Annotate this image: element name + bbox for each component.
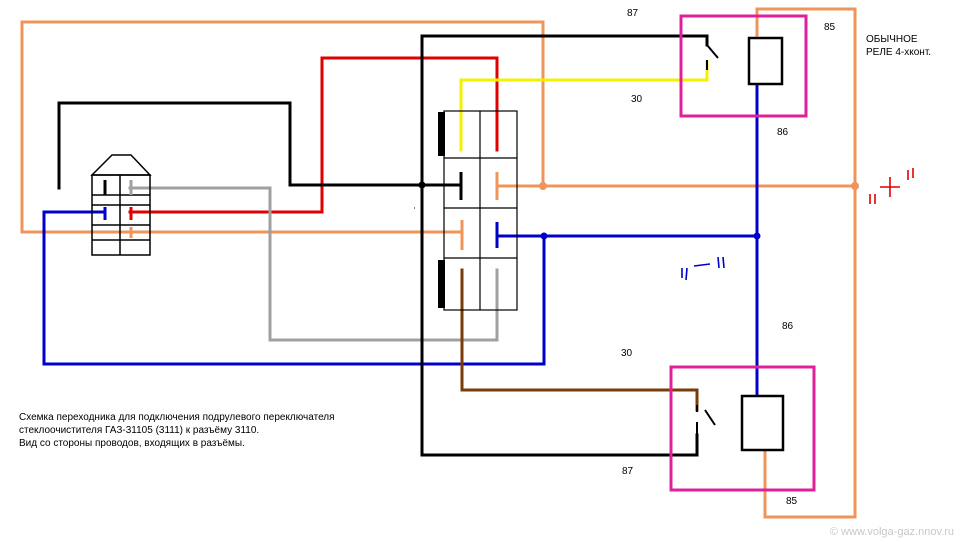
relay-top-coil [747, 36, 784, 86]
yellow-wire [459, 60, 709, 152]
watermark: © www.volga-gaz.nnov.ru [829, 526, 954, 538]
junction-orange-rail [851, 182, 859, 190]
junction-blue-left [540, 232, 548, 240]
relay-top-pin-85: 85 [824, 22, 836, 33]
blue-wire-left [42, 210, 546, 366]
orange-wire-outer [20, 20, 545, 234]
plus-sign-mark [869, 168, 914, 204]
relay-bottom-frame [669, 365, 816, 492]
relay-bottom-pin-86: 86 [782, 321, 794, 332]
relay-note-line2: РЕЛЕ 4-хконт. [866, 47, 932, 58]
junction-orange [539, 182, 547, 190]
caption-line3: Вид со стороны проводов, входящих в разъ… [19, 438, 245, 449]
relay-top-pin-87: 87 [627, 8, 639, 19]
minus-sign-mark [681, 256, 725, 281]
relay-top-pin-30: 30 [631, 94, 643, 105]
relay-top-switch [706, 36, 719, 70]
black-wire-relay-bottom [420, 183, 699, 457]
relay-bottom-pin-30: 30 [621, 348, 633, 359]
left-connector [90, 154, 152, 256]
relay-bottom-pin-87: 87 [622, 466, 634, 477]
relay-top-pin-86: 86 [777, 127, 789, 138]
gray-wire [128, 186, 499, 342]
orange-wire-rail [755, 7, 857, 519]
relay-bottom-switch [696, 405, 716, 435]
block-latch-bottom [438, 260, 445, 308]
junction-black [418, 181, 426, 189]
relay-note-line1: ОБЫЧНОЕ [866, 34, 918, 45]
relay-bottom-coil [740, 394, 785, 452]
caption-line2: стеклоочистителя ГАЗ-31105 (3111) к разъ… [19, 425, 260, 436]
red-wire-1 [128, 56, 499, 214]
junction-blue-right [753, 232, 761, 240]
diagram-caption: Схемка переходника для подключения подру… [19, 411, 335, 450]
relay-note: ОБЫЧНОЕ РЕЛЕ 4-хконт. [866, 33, 931, 59]
black-wire-top [57, 101, 424, 190]
block-latch-top [438, 112, 445, 156]
brown-wire [460, 268, 699, 412]
relay-top-frame [679, 14, 808, 118]
center-connector [443, 110, 518, 311]
relay-bottom-pin-85: 85 [786, 496, 798, 507]
caption-line1: Схемка переходника для подключения подру… [19, 412, 335, 423]
